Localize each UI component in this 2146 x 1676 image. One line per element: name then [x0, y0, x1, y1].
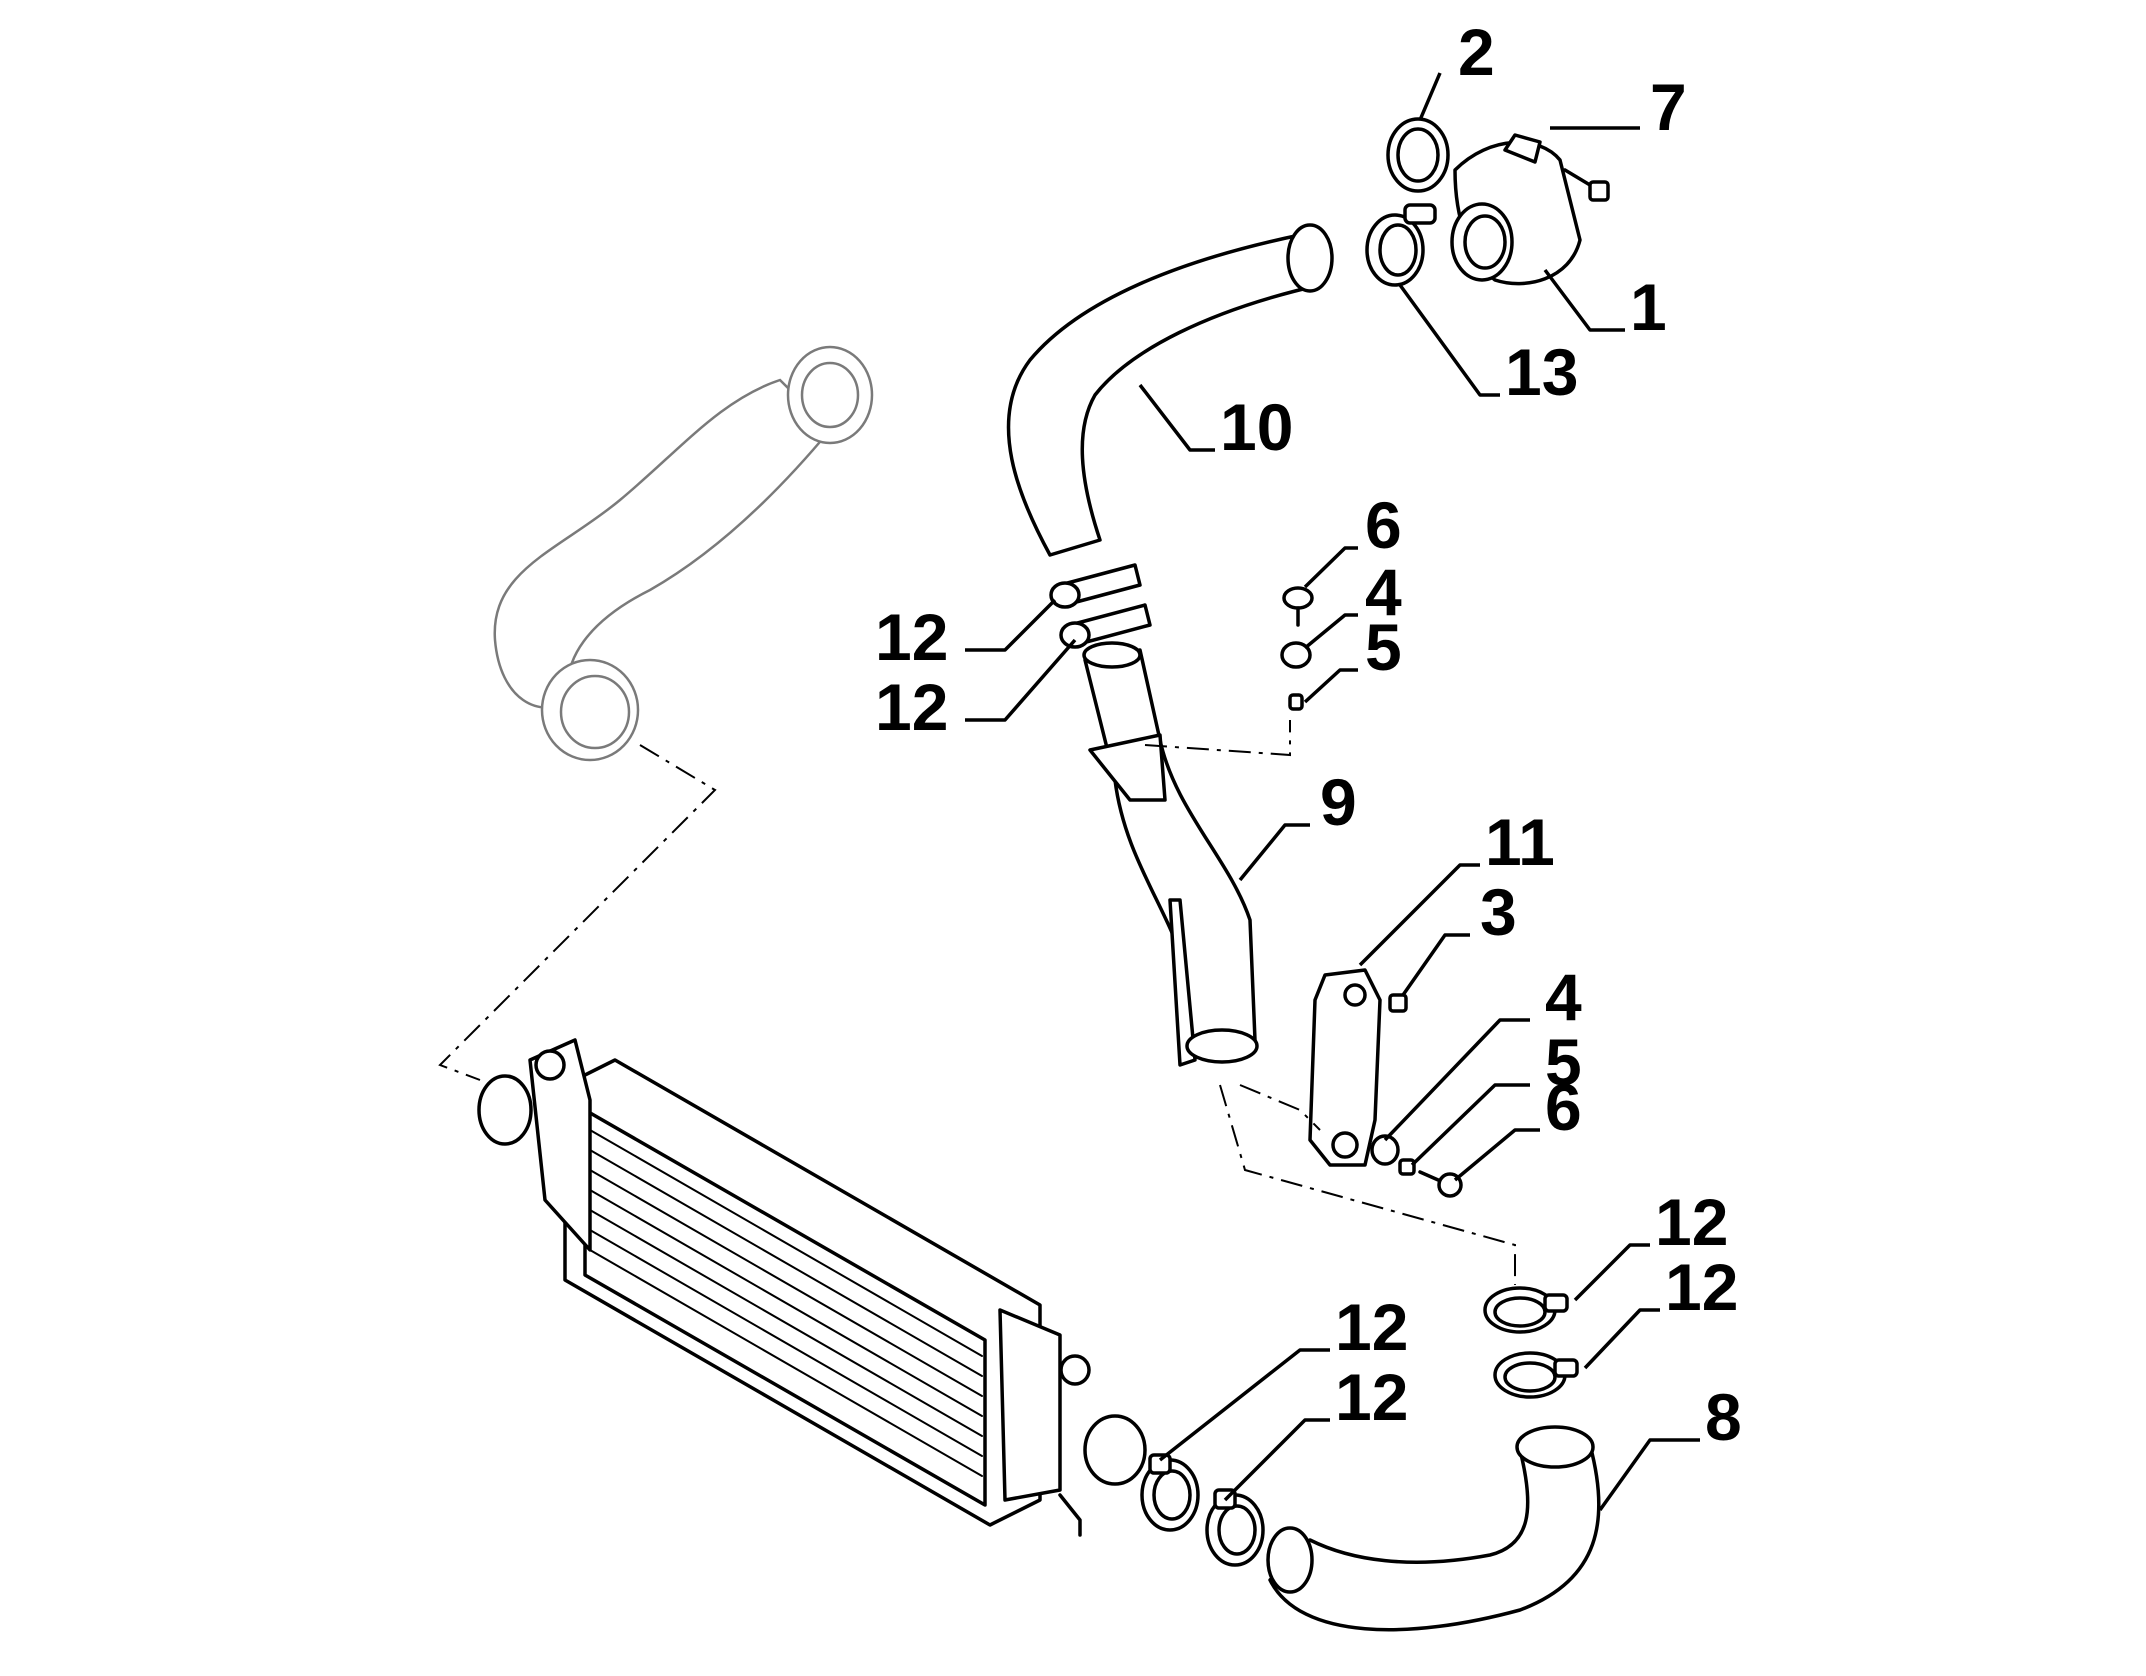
part-12-lower-clamps: [1140, 1453, 1265, 1567]
callout-12-right-b: 12: [1665, 1250, 1738, 1324]
callout-7: 7: [1650, 70, 1687, 144]
callout-10: 10: [1220, 390, 1293, 464]
callout-12-upper-a: 12: [875, 600, 948, 674]
ghost-reference-hose: [493, 345, 874, 762]
callout-5-bottom: 5: [1545, 1025, 1582, 1099]
part-10-upper-hose: [1006, 223, 1334, 557]
part-2-o-ring: [1386, 117, 1450, 193]
part-12-right-clamps: [1483, 1286, 1579, 1399]
part-1-elbow-fitting: [1450, 133, 1582, 286]
connection-lines: [438, 720, 1516, 1285]
callout-2: 2: [1458, 15, 1495, 89]
callout-1: 1: [1630, 270, 1667, 344]
part-13-clamp: [1365, 203, 1437, 287]
callout-3: 3: [1480, 875, 1517, 949]
callout-4-bottom: 4: [1545, 960, 1582, 1034]
part-3-bolt: [1388, 993, 1408, 1013]
callout-12-upper-b: 12: [875, 670, 948, 744]
callout-4-top: 4: [1365, 555, 1402, 629]
intercooler: [477, 1038, 1147, 1537]
callout-6-bottom: 6: [1545, 1070, 1582, 1144]
callout-6-top: 6: [1365, 488, 1402, 562]
callout-5-top: 5: [1365, 610, 1402, 684]
callout-11: 11: [1485, 805, 1555, 879]
part-11-bracket: [1308, 968, 1382, 1167]
callout-9: 9: [1320, 765, 1357, 839]
part-6-4-5-upper-fasteners: [1280, 586, 1314, 711]
callout-13: 13: [1505, 335, 1578, 409]
callout-8: 8: [1705, 1380, 1742, 1454]
callout-labels: 2 7 1 13 10 6 4 5 12 12 9 11 3 4 5 6 12 …: [875, 15, 1742, 1454]
part-9-metal-pipe: [1082, 641, 1259, 1067]
intercooler-fins: [589, 1129, 983, 1477]
part-12-upper-clamps: [1049, 563, 1152, 649]
callout-12-lower-a: 12: [1335, 1290, 1408, 1364]
part-8-lower-hose: [1266, 1425, 1601, 1632]
leader-lines: [965, 72, 1700, 1512]
part-7-bolt: [1563, 168, 1610, 202]
callout-12-right-a: 12: [1655, 1185, 1728, 1259]
callout-12-lower-b: 12: [1335, 1360, 1408, 1434]
part-4-5-6-lower-fasteners: [1370, 1134, 1463, 1198]
